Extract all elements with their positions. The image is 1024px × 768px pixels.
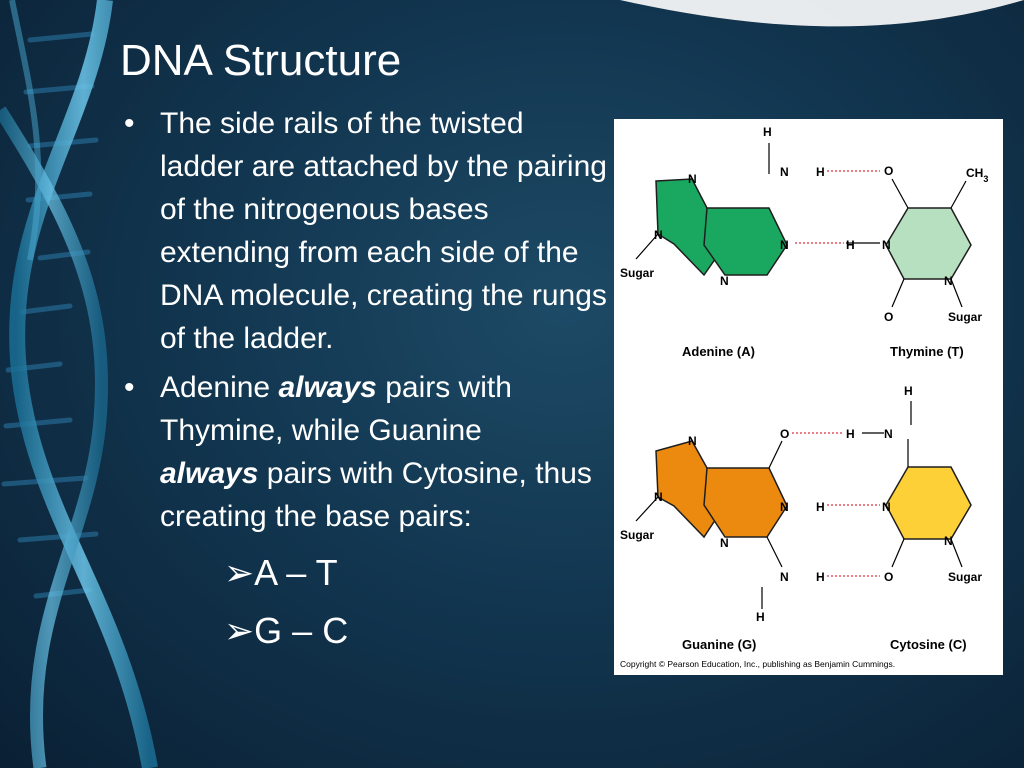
- methyl-sub: 3: [983, 174, 988, 184]
- atom-label: N: [688, 434, 697, 448]
- adenine-name: Adenine (A): [682, 344, 755, 359]
- atom-label: H: [763, 125, 772, 139]
- atom-label: H: [846, 238, 855, 252]
- atom-label: N: [780, 238, 789, 252]
- atom-label: N: [780, 165, 789, 179]
- slide-body: • The side rails of the twisted ladder a…: [124, 102, 614, 660]
- top-right-swoosh: [620, 0, 1024, 27]
- atom-label: H: [904, 384, 913, 398]
- base-pair-diagram: H N N N N N Sugar H Adenine (A) O CH3 N …: [614, 119, 1003, 675]
- atom-label: O: [884, 570, 893, 584]
- atom-label: N: [654, 228, 663, 242]
- atom-label: N: [884, 427, 893, 441]
- base-pair-svg: H N N N N N Sugar H Adenine (A) O CH3 N …: [620, 125, 988, 669]
- helix-strand-b: [0, 106, 109, 768]
- slide-title: DNA Structure: [120, 36, 402, 85]
- atom-label: H: [816, 500, 825, 514]
- bullet-dot-icon: •: [124, 107, 135, 140]
- thymine-ring: [885, 207, 972, 280]
- arrow-bullet-icon: ➢: [224, 552, 255, 593]
- sugar-label: Sugar: [620, 266, 654, 280]
- cytosine-ring: [885, 466, 972, 540]
- adenine-ring-6: [703, 207, 788, 276]
- emphasis-always: always: [160, 457, 259, 490]
- thymine-name: Thymine (T): [890, 344, 964, 359]
- atom-label: N: [944, 534, 953, 548]
- atom-label: N: [688, 172, 697, 186]
- pair-g-c: ➢G – C: [124, 602, 614, 660]
- bullet-text-part: Adenine: [160, 371, 279, 404]
- atom-label: N: [882, 238, 891, 252]
- atom-label: O: [780, 427, 789, 441]
- sugar-label: Sugar: [948, 310, 982, 324]
- guanine-ring-6: [703, 467, 788, 538]
- atom-label: N: [654, 490, 663, 504]
- sugar-label: Sugar: [948, 570, 982, 584]
- atom-label: H: [816, 570, 825, 584]
- atom-label: H: [816, 165, 825, 179]
- bullet-text-part: pairs with Thymine, while Guanine: [160, 371, 512, 447]
- arrow-bullet-icon: ➢: [224, 610, 255, 651]
- bullet-text-part: pairs with Cytosine, thus creating the b…: [160, 457, 592, 533]
- methyl-label: CH3: [966, 166, 988, 184]
- atom-label: N: [944, 274, 953, 288]
- atom-label: O: [884, 164, 893, 178]
- pair-a-t: ➢A – T: [124, 544, 614, 602]
- atom-label: H: [756, 610, 765, 624]
- guanine-name: Guanine (G): [682, 637, 756, 652]
- sugar-label: Sugar: [620, 528, 654, 542]
- atom-label: O: [884, 310, 893, 324]
- atom-label: N: [720, 536, 729, 550]
- atom-label: N: [780, 570, 789, 584]
- methyl-ch: CH: [966, 166, 983, 180]
- bullet-pairing-rule: • Adenine always pairs with Thymine, whi…: [124, 366, 614, 538]
- pair-label: A – T: [254, 552, 338, 593]
- copyright-notice: Copyright © Pearson Education, Inc., pub…: [620, 659, 895, 669]
- cytosine-name: Cytosine (C): [890, 637, 967, 652]
- helix-strand-a: [9, 0, 158, 768]
- helix-strand-c: [9, 0, 42, 261]
- bullet-dot-icon: •: [124, 371, 135, 404]
- bullet-text: The side rails of the twisted ladder are…: [160, 107, 607, 355]
- pair-label: G – C: [254, 610, 349, 651]
- atom-label: N: [780, 500, 789, 514]
- atom-label: N: [720, 274, 729, 288]
- atom-label: N: [882, 500, 891, 514]
- bullet-side-rails: • The side rails of the twisted ladder a…: [124, 102, 614, 360]
- emphasis-always: always: [278, 371, 377, 404]
- atom-label: H: [846, 427, 855, 441]
